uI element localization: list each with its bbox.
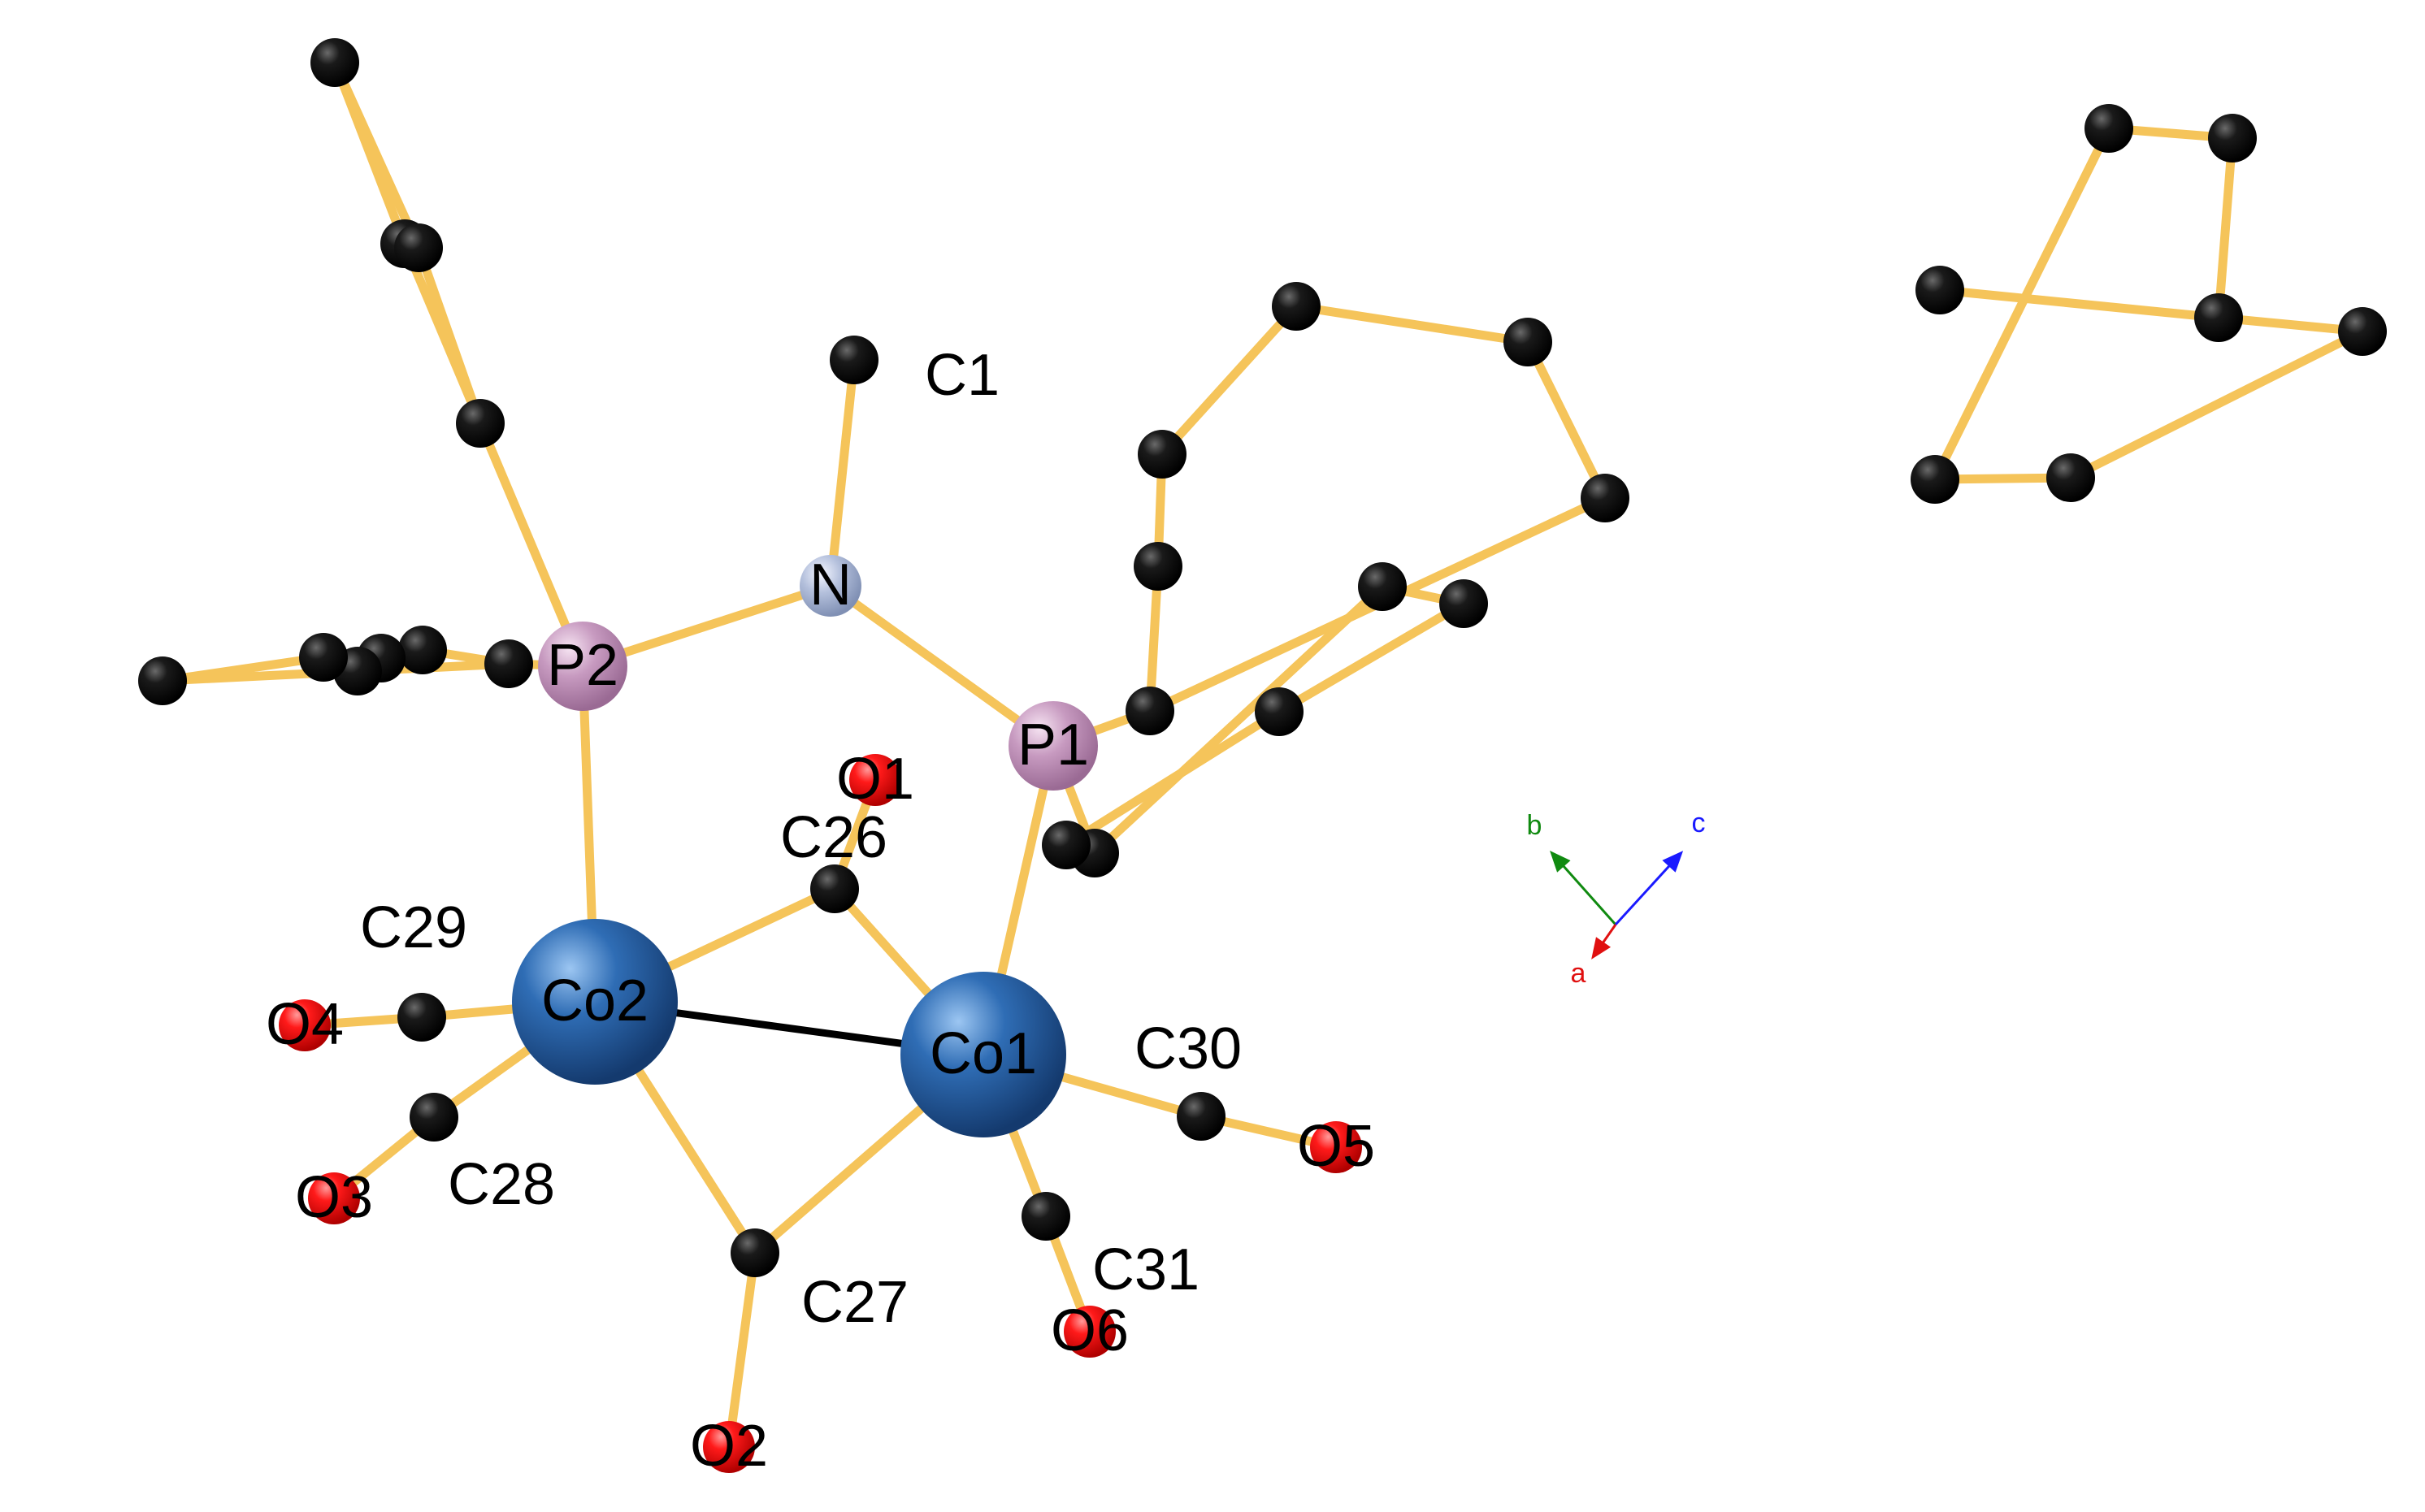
- atom-c-c4: [1272, 282, 1321, 331]
- atom-c-b2: [398, 626, 447, 674]
- axis-c-arrowhead: [1662, 851, 1684, 873]
- atom-p1: [1009, 701, 1098, 791]
- atom-label-c31: C31: [1092, 1237, 1199, 1302]
- atom-c-c6: [1581, 474, 1629, 522]
- atom-c29: [397, 993, 446, 1042]
- atom-c30: [1177, 1092, 1226, 1141]
- atom-c-b6: [138, 656, 187, 705]
- bond-d5-d1: [1090, 582, 1387, 858]
- bond-t4-t5: [2066, 327, 2367, 483]
- bonds-layer: [158, 58, 2367, 1452]
- axis-b-label: b: [1527, 810, 1542, 841]
- atom-label-c29: C29: [360, 895, 467, 960]
- atom-c-a3: [456, 399, 505, 448]
- axis-a-label: a: [1571, 958, 1586, 989]
- atom-c-t2: [2208, 114, 2257, 162]
- atom-c-d3: [1255, 687, 1304, 736]
- atom-label-c30: C30: [1134, 1016, 1242, 1081]
- atom-c-a3b: [394, 223, 443, 272]
- atom-c-a1: [310, 38, 359, 87]
- atom-c-c2: [1134, 542, 1182, 591]
- atom-co2: [512, 919, 678, 1085]
- axis-b-arrowhead: [1550, 851, 1571, 873]
- atom-c-t3: [2194, 293, 2243, 342]
- atom-n: [800, 555, 861, 617]
- bond-C27-O2: [724, 1248, 760, 1452]
- atom-label-o5: O5: [1297, 1114, 1375, 1179]
- bond-c3-c4: [1157, 301, 1301, 459]
- atom-c-c1: [1126, 687, 1174, 735]
- bond-N-P1: [826, 581, 1058, 751]
- atom-c27: [731, 1228, 779, 1277]
- bond-a3-a3b: [414, 243, 485, 428]
- atom-c-t6: [1911, 455, 1959, 504]
- atom-o5: [1310, 1121, 1362, 1173]
- atom-c-c5: [1503, 318, 1552, 366]
- axis-c-line: [1614, 856, 1678, 926]
- atom-c-t4: [2338, 307, 2387, 356]
- atom-label-o2: O2: [690, 1414, 768, 1479]
- atom-o4: [279, 999, 331, 1051]
- atom-label-c26: C26: [780, 805, 887, 870]
- atom-label-co2: Co2: [541, 968, 649, 1033]
- atom-c28: [410, 1093, 458, 1142]
- atom-c-d4: [1439, 579, 1488, 628]
- atom-label-c28: C28: [448, 1152, 555, 1217]
- bond-t3-t7: [1935, 285, 2223, 323]
- axis-indicator: b c a: [1527, 808, 1706, 989]
- atom-o3: [308, 1172, 360, 1224]
- atom-c-c3: [1138, 430, 1186, 479]
- atom-co1: [900, 972, 1066, 1137]
- atom-label-o3: O3: [295, 1165, 373, 1230]
- atom-c-t7: [1915, 266, 1964, 314]
- bond-c5-c6: [1523, 337, 1610, 503]
- atom-c-d5: [1358, 562, 1407, 611]
- bond-t6-t1: [1930, 123, 2114, 484]
- bond-c4-c5: [1291, 301, 1533, 347]
- axis-a-arrowhead: [1591, 937, 1612, 960]
- bond-t2-t3: [2214, 133, 2237, 323]
- atom-label-o6: O6: [1051, 1298, 1129, 1363]
- bond-C1-N: [826, 355, 859, 591]
- atom-label-n: N: [809, 552, 852, 617]
- atom-c-d2: [1042, 821, 1091, 869]
- atom-label-c1: C1: [925, 343, 1000, 408]
- atom-c26: [810, 864, 859, 913]
- atom-label-co1: Co1: [930, 1021, 1037, 1086]
- axis-b-line: [1555, 857, 1617, 925]
- atom-c1: [830, 336, 878, 384]
- atom-o1: [849, 754, 901, 806]
- atom-o6: [1064, 1306, 1116, 1358]
- bond-a3b-a1: [330, 58, 423, 253]
- atom-c-t5: [2046, 453, 2095, 502]
- atom-label-o1: O1: [836, 747, 914, 812]
- atom-label-o4: O4: [266, 992, 344, 1057]
- atom-p2: [538, 622, 627, 711]
- atom-label-p2: P2: [547, 633, 618, 698]
- atom-c-b1: [484, 639, 533, 688]
- atom-label-p1: P1: [1017, 713, 1089, 778]
- atom-o2: [703, 1421, 755, 1473]
- atom-c31: [1022, 1192, 1070, 1241]
- atom-c-b5: [299, 633, 348, 682]
- atom-c-t1: [2084, 104, 2133, 153]
- axis-c-label: c: [1692, 808, 1706, 838]
- bond-d3-d4: [1274, 599, 1468, 717]
- atom-label-c27: C27: [801, 1270, 909, 1335]
